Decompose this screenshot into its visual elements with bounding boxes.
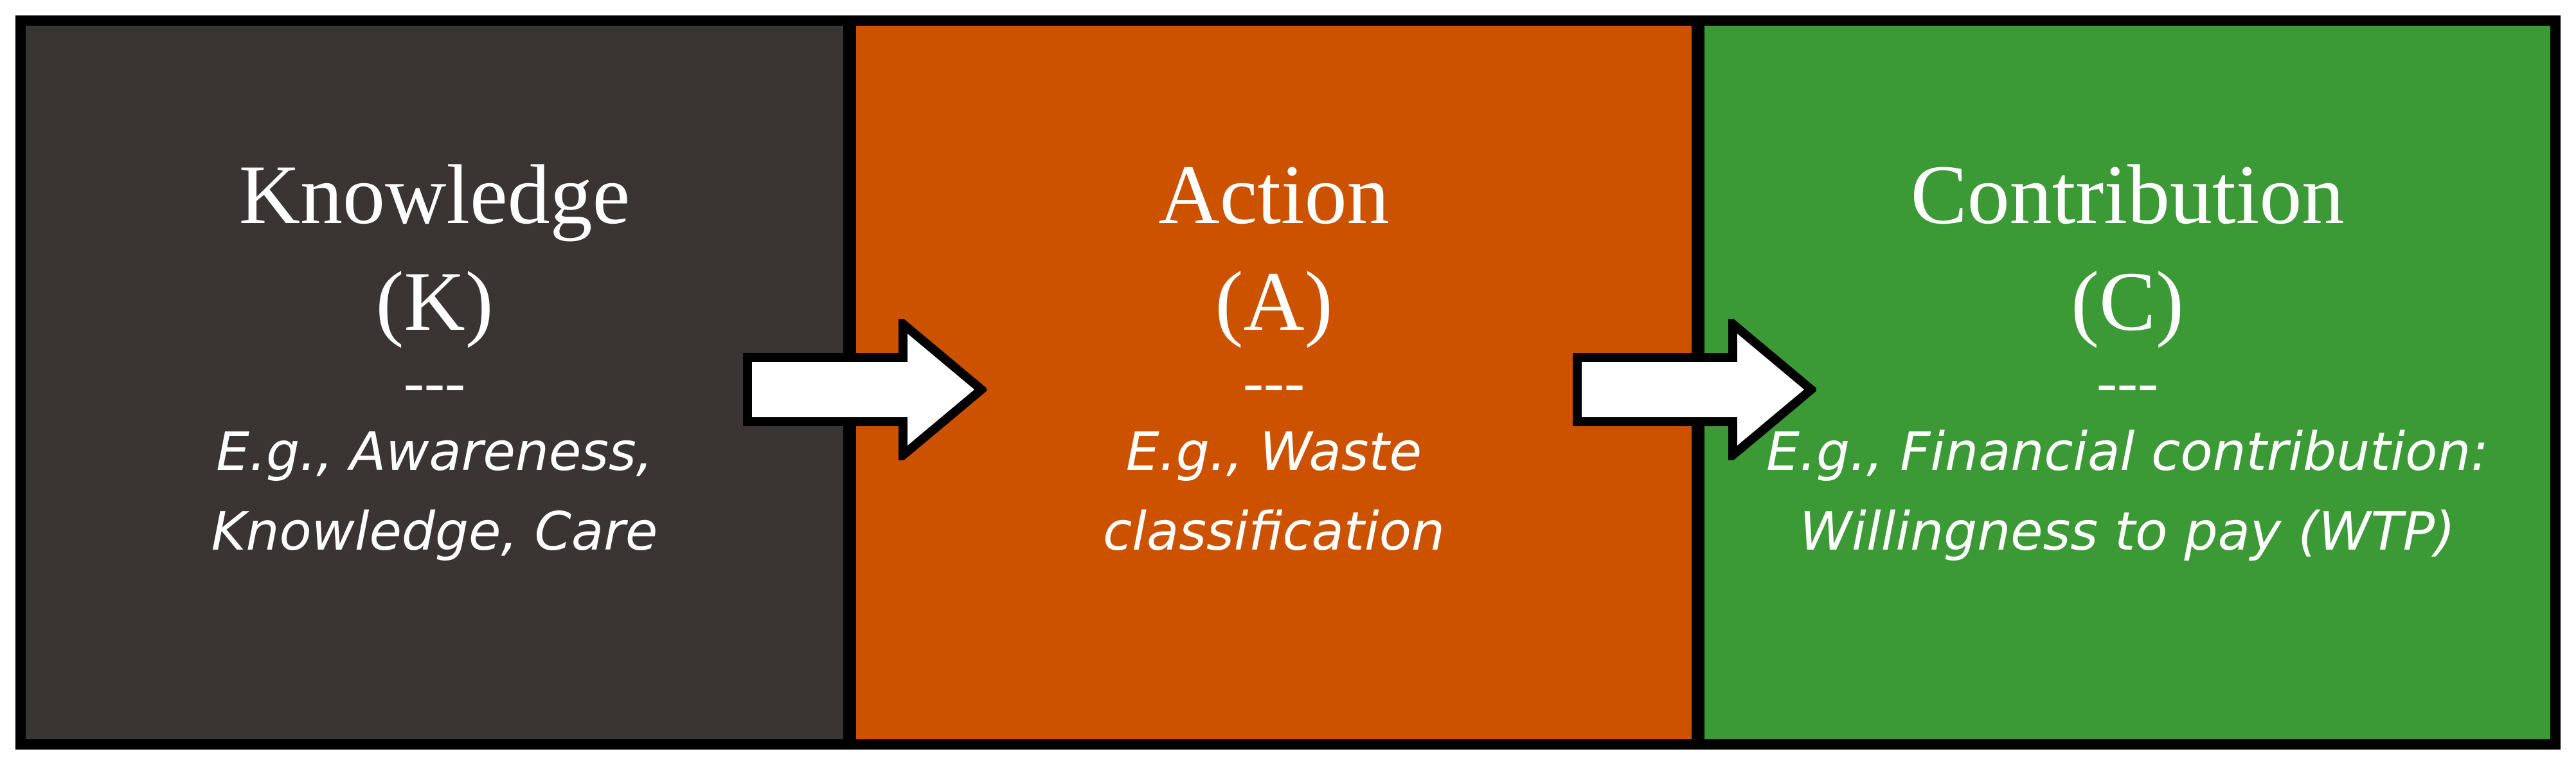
action-example: E.g., Waste classification [1103,422,1445,562]
knowledge-example: E.g., Awareness, Knowledge, Care [211,422,658,562]
action-separator: --- [1243,347,1305,416]
knowledge-abbr: (K) [375,254,494,348]
contribution-panel: Contribution (C) --- E.g., Financial con… [1704,26,2550,739]
action-title: Action [1158,147,1390,242]
action-text-block: Action (A) --- E.g., Waste classificatio… [1103,141,1445,572]
knowledge-title: Knowledge [238,147,631,242]
contribution-text-block: Contribution (C) --- E.g., Financial con… [1766,141,2489,572]
action-panel: Action (A) --- E.g., Waste classificatio… [856,26,1692,739]
knowledge-panel: Knowledge (K) --- E.g., Awareness, Knowl… [26,26,843,739]
right-arrow-icon [743,319,987,460]
contribution-abbr: (C) [2071,254,2184,348]
diagram-frame [15,15,2561,750]
right-arrow-icon [1573,319,1816,460]
knowledge-text-block: Knowledge (K) --- E.g., Awareness, Knowl… [211,141,658,572]
knowledge-separator: --- [404,347,465,416]
contribution-title: Contribution [1910,147,2345,242]
contribution-example: E.g., Financial contribution: Willingnes… [1766,422,2489,562]
action-abbr: (A) [1215,254,1333,348]
contribution-separator: --- [2097,347,2158,416]
